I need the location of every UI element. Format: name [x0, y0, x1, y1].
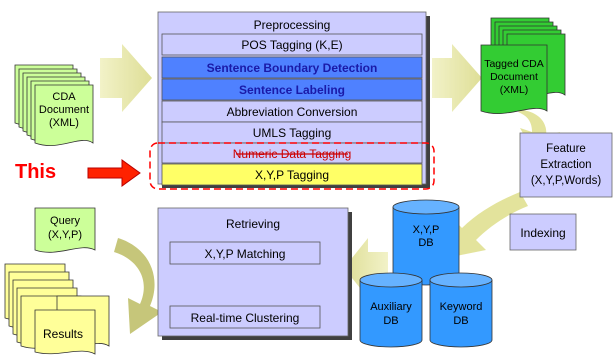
flow-arrow-feature-to-indexing: [446, 192, 528, 258]
feature-extraction-label-line1: Feature: [546, 143, 586, 155]
cda-document-stack: [14, 64, 94, 146]
this-pointer-arrow: [87, 159, 141, 187]
step-pos-tagging: [161, 33, 423, 56]
step-umls-tagging-label: UMLS Tagging: [253, 126, 332, 140]
query-label-line1: Query: [50, 215, 80, 227]
flow-arrow-cda-to-preprocessing: [100, 44, 152, 112]
step-realtime-clustering-label: Real-time Clustering: [191, 311, 300, 325]
db-auxiliary-cylinder: [359, 272, 423, 348]
step-sentence-boundary-detection: [161, 56, 423, 79]
step-pos-tagging-label: POS Tagging (K,E): [241, 38, 342, 52]
step-xyp-matching: [169, 241, 321, 265]
indexing-box: [509, 213, 577, 251]
indexing-label: Indexing: [520, 226, 565, 240]
step-xyp-tagging: [161, 163, 423, 186]
tagged-document-label-line1: Tagged CDA: [484, 58, 544, 70]
cda-document-label-line1: CDA: [52, 91, 76, 103]
step-xyp-tagging-label: X,Y,P Tagging: [255, 168, 329, 182]
flow-arrow-preprocessing-to-tagged: [432, 44, 482, 112]
tagged-cda-document-stack: [480, 17, 566, 114]
results-label: Results: [43, 327, 83, 341]
tagged-document-label-line3: (XML): [500, 84, 529, 96]
query-label-line2: (X,Y,P): [48, 229, 82, 241]
highlight-dashed-box: [149, 142, 435, 190]
results-document-stack: [4, 263, 110, 355]
feature-extraction-label-line3: (X,Y,P,Words): [531, 175, 601, 187]
cda-document-label-line2: Document: [39, 104, 89, 116]
feature-extraction-label-line2: Extraction: [540, 159, 591, 171]
step-realtime-clustering: [169, 305, 321, 329]
step-xyp-matching-label: X,Y,P Matching: [205, 247, 286, 261]
cda-document-label-line3: (XML): [49, 117, 79, 129]
step-abbreviation-conversion-label: Abbreviation Conversion: [227, 105, 358, 119]
db-keyword-cylinder: [429, 272, 493, 348]
db-xyp-label-line1: X,Y,P: [413, 224, 440, 236]
this-label: This: [15, 161, 56, 183]
feature-extraction-box: [519, 132, 613, 198]
step-sentence-labeling-label: Sentence Labeling: [239, 83, 345, 97]
db-keyword-label-line2: DB: [453, 315, 468, 327]
step-sentence-labeling: [161, 78, 423, 101]
step-sentence-boundary-detection-label: Sentence Boundary Detection: [207, 61, 378, 75]
db-keyword-label-line1: Keyword: [440, 301, 483, 313]
flow-arrow-query-to-results: [114, 238, 162, 334]
tagged-document-label-line2: Document: [490, 71, 538, 83]
db-auxiliary-label-line2: DB: [383, 315, 398, 327]
db-xyp-label-line2: DB: [418, 237, 433, 249]
query-document: [34, 207, 96, 253]
retrieving-title: Retrieving: [226, 217, 280, 231]
preprocessing-title: Preprocessing: [254, 18, 331, 32]
db-auxiliary-label-line1: Auxiliary: [370, 301, 412, 313]
